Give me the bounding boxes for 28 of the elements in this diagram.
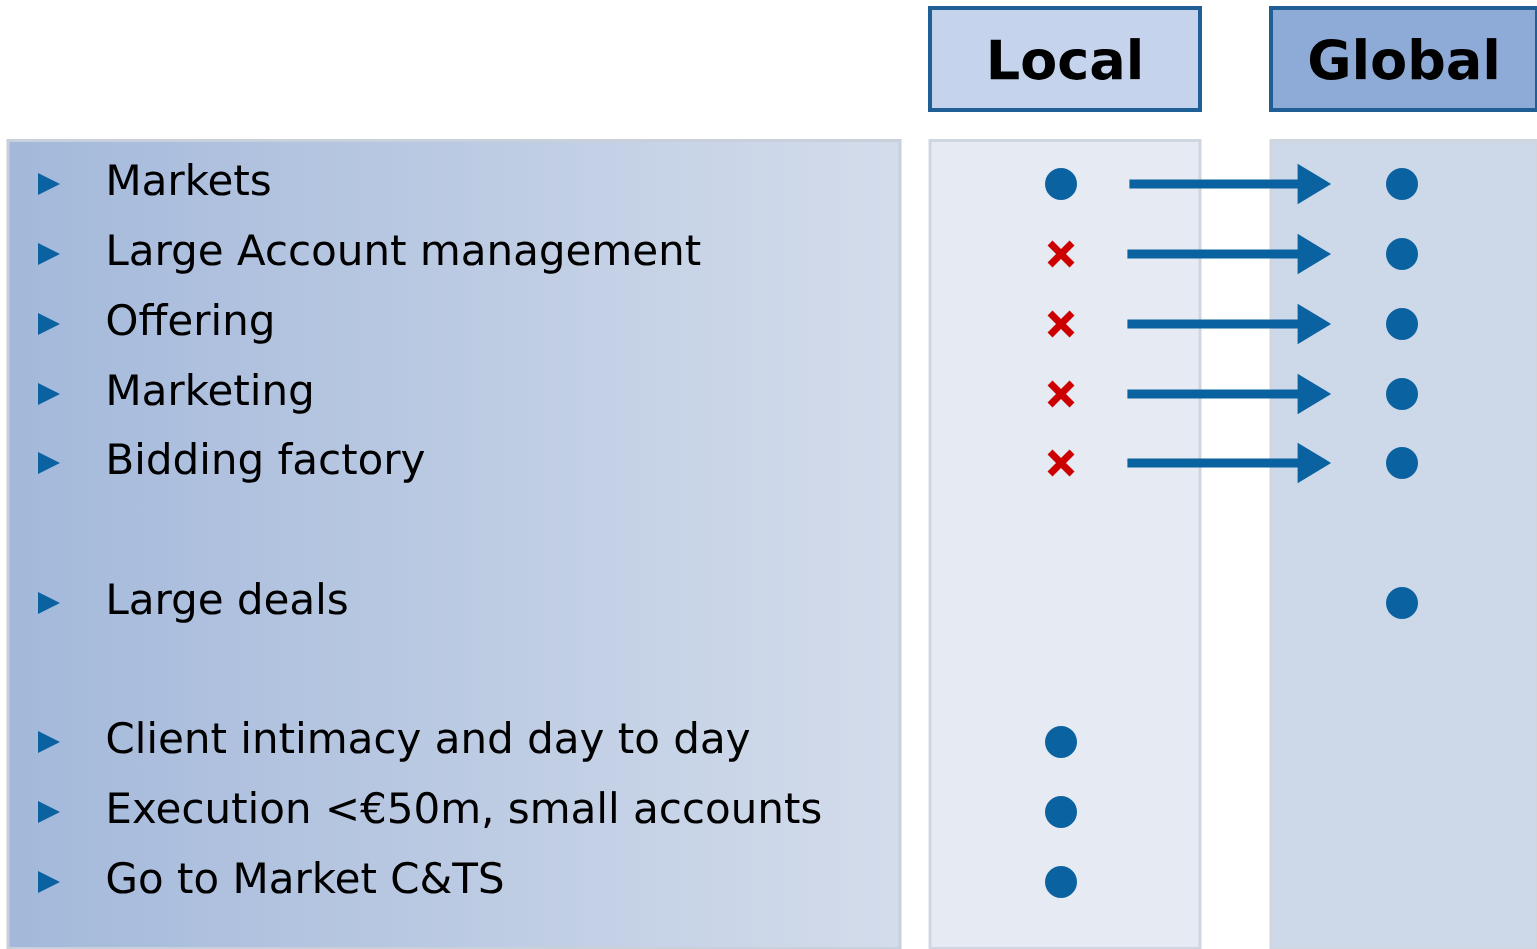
panel-background: [6, 139, 902, 949]
dot-mark: [1386, 447, 1418, 479]
dot-mark: [1386, 168, 1418, 200]
cross-mark: [1046, 239, 1076, 269]
item-text: Large deals: [109, 582, 347, 623]
column-background: [928, 139, 1202, 949]
cross-mark: [1046, 309, 1076, 339]
item-text: Client intimacy and day to day: [107, 721, 750, 762]
dot-mark: [1045, 726, 1077, 758]
item-text: Execution <€50m, small accounts: [109, 791, 821, 828]
column-background: [1269, 139, 1537, 949]
dot-mark: [1045, 796, 1077, 828]
dot-mark: [1386, 587, 1418, 619]
cross-mark: [1046, 448, 1076, 478]
dot-mark: [1386, 378, 1418, 410]
item-text: Bidding factory: [109, 442, 425, 483]
item-text: Marketing: [109, 373, 311, 414]
dot-mark: [1045, 168, 1077, 200]
item-text: Go to Market C&TS: [107, 861, 503, 894]
dot-mark: [1386, 238, 1418, 270]
item-text: Offering: [107, 303, 272, 344]
dot-mark: [1045, 866, 1077, 898]
item-text: Markets: [109, 163, 270, 196]
item-text: Large Account management: [109, 234, 701, 274]
cross-mark: [1046, 379, 1076, 409]
dot-mark: [1386, 308, 1418, 340]
header-box: Global: [1269, 6, 1537, 112]
header-box: Local: [928, 6, 1202, 112]
